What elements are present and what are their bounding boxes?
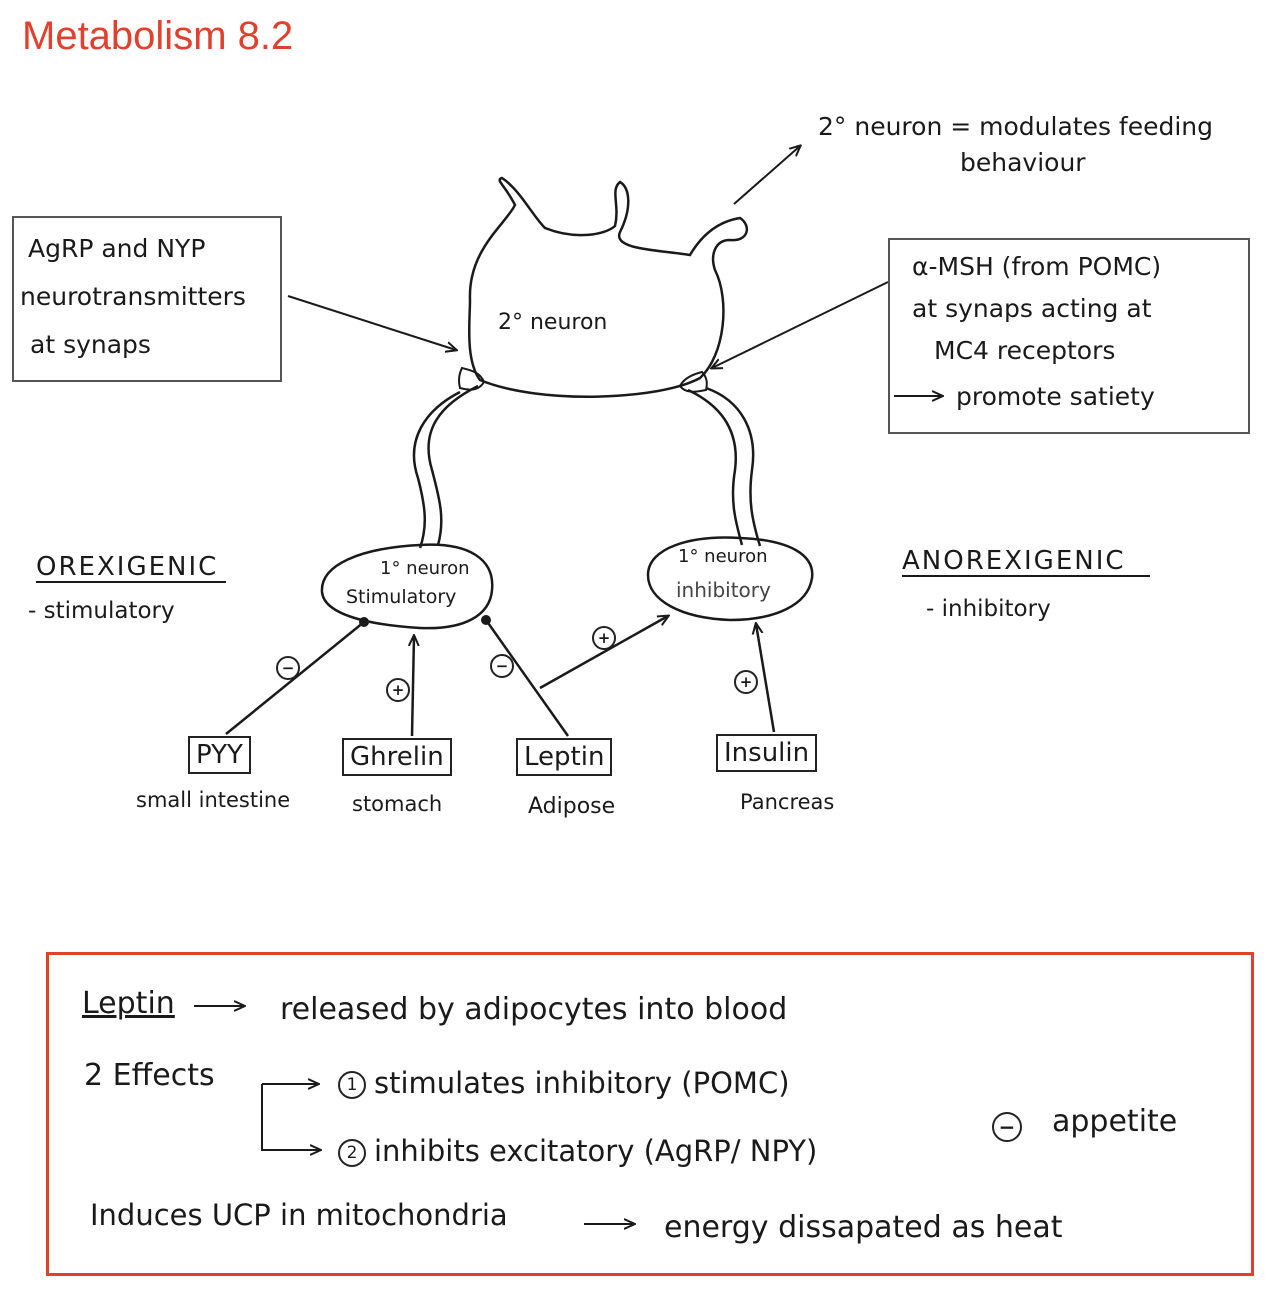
insulin-sign: + (734, 670, 758, 694)
summary-effect2: 2 inhibits excitatory (AgRP/ NPY) (338, 1134, 817, 1168)
source-pyy: small intestine (136, 788, 290, 812)
anorexigenic-title: ANOREXIGENIC (902, 546, 1126, 576)
primary-neuron-left-line2: Stimulatory (346, 586, 456, 608)
leptin-sign: − (490, 654, 514, 678)
summary-appetite: appetite (1052, 1104, 1177, 1139)
ghrelin-stim-line (412, 636, 414, 736)
appetite-sign: − (992, 1112, 1022, 1142)
effect1-number: 1 (338, 1071, 366, 1099)
insulin-stim-line (756, 624, 774, 732)
second-neuron-note-line2: behaviour (960, 148, 1086, 177)
anorexigenic-sub: - inhibitory (926, 596, 1051, 622)
summary-effects-label: 2 Effects (84, 1058, 215, 1093)
source-leptin: Adipose (528, 794, 615, 819)
second-neuron-label: 2° neuron (498, 310, 607, 335)
hormone-leptin: Leptin (516, 738, 612, 776)
hormone-insulin: Insulin (716, 734, 817, 772)
ghrelin-sign: + (386, 678, 410, 702)
summary-leptin-desc: released by adipocytes into blood (280, 992, 787, 1027)
second-neuron-body (469, 178, 747, 397)
summary-ucp-line: Induces UCP in mitochondria (90, 1198, 508, 1232)
right-box-line1: α-MSH (from POMC) (912, 252, 1161, 281)
summary-leptin-word: Leptin (82, 986, 175, 1021)
left-box-line2: neurotransmitters (20, 282, 246, 311)
source-ghrelin: stomach (352, 792, 442, 816)
effect2-text: inhibits excitatory (AgRP/ NPY) (374, 1134, 817, 1168)
primary-neuron-right-line1: 1° neuron (678, 546, 768, 567)
orexigenic-sub: - stimulatory (28, 598, 175, 624)
effect2-number: 2 (338, 1139, 366, 1167)
left-box-line1: AgRP and NYP (28, 234, 205, 263)
pyy-inhibit-line (226, 622, 364, 734)
effect1-text: stimulates inhibitory (POMC) (374, 1066, 790, 1100)
right-box-line4: promote satiety (956, 382, 1155, 411)
summary-ucp-result: energy dissapated as heat (664, 1210, 1062, 1245)
arrow-left-box-to-neuron (288, 296, 456, 350)
primary-neuron-right-line2: inhibitory (676, 578, 771, 602)
arrow-right-box-to-neuron (712, 282, 888, 368)
primary-neuron-left-line1: 1° neuron (380, 558, 470, 579)
hormone-pyy: PYY (188, 736, 251, 774)
hormone-ghrelin: Ghrelin (342, 738, 452, 776)
left-axon (414, 386, 478, 548)
right-axon (688, 388, 760, 546)
right-box-line3: MC4 receptors (934, 336, 1115, 365)
summary-effect1: 1 stimulates inhibitory (POMC) (338, 1066, 790, 1100)
second-neuron-note-line1: 2° neuron = modulates feeding (818, 112, 1213, 141)
pyy-sign: − (276, 656, 300, 680)
arrow-neuron-to-note (734, 146, 800, 204)
leptin-to-inhibitory-sign: + (592, 626, 616, 650)
left-box-line3: at synaps (30, 330, 151, 359)
source-insulin: Pancreas (740, 790, 834, 814)
right-box-line2: at synaps acting at (912, 294, 1152, 323)
orexigenic-title: OREXIGENIC (36, 552, 218, 582)
